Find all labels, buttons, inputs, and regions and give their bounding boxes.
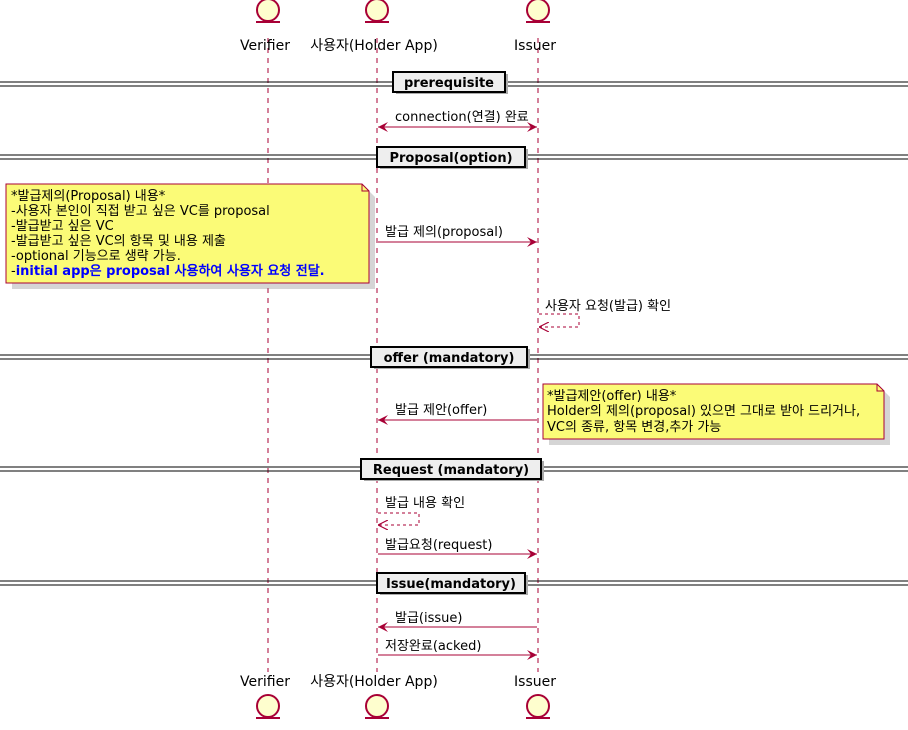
divider-issue: Issue(mandatory): [0, 572, 908, 595]
note-proposal-line2: -사용자 본인이 직접 받고 싶은 VC를 proposal: [11, 204, 270, 219]
verifier-label-top: Verifier: [240, 38, 290, 54]
divider-offer: offer (mandatory): [0, 346, 908, 369]
verifier-entity-icon-top: [256, 0, 280, 23]
note-proposal-line3: -발급받고 싶은 VC: [11, 219, 114, 234]
message-issue-label: 발급(issue): [395, 611, 462, 626]
message-offer-label: 발급 제안(offer): [395, 403, 487, 418]
issuer-entity-icon-top: [526, 0, 550, 23]
holder-label-top: 사용자(Holder App): [310, 38, 438, 54]
divider-prerequisite-label: prerequisite: [404, 76, 494, 91]
note-proposal-line4: -발급받고 싶은 VC의 항목 및 내용 제출: [11, 234, 226, 249]
holder-entity-icon-top: [365, 0, 389, 23]
note-proposal-line6: -initial app은 proposal 사용하여 사용자 요청 전달.: [11, 263, 325, 279]
note-offer: *발급제안(offer) 내용* Holder의 제의(proposal) 있으…: [542, 383, 890, 445]
divider-issue-label: Issue(mandatory): [386, 577, 516, 592]
divider-offer-label: offer (mandatory): [384, 351, 515, 366]
message-content-check-label: 발급 내용 확인: [385, 496, 465, 511]
divider-request: Request (mandatory): [0, 458, 908, 481]
divider-proposal-label: Proposal(option): [389, 151, 512, 166]
message-request-label: 발급요청(request): [385, 538, 492, 553]
issuer-label-bottom: Issuer: [514, 674, 556, 690]
divider-prerequisite: prerequisite: [0, 71, 908, 94]
holder-entity-icon-bottom: [365, 694, 389, 719]
note-proposal-line5: -optional 기능으로 생략 가능.: [11, 249, 181, 264]
issuer-label-top: Issuer: [514, 38, 556, 54]
note-proposal-line6-emphasis: initial app은 proposal 사용하여 사용자 요청 전달.: [16, 263, 325, 279]
issuer-entity-icon-bottom: [526, 694, 550, 719]
verifier-label-bottom: Verifier: [240, 674, 290, 690]
note-offer-line1: *발급제안(offer) 내용*: [547, 389, 677, 404]
note-proposal-line1: *발급제의(Proposal) 내용*: [11, 189, 166, 204]
message-proposal-label: 발급 제의(proposal): [385, 225, 503, 240]
note-offer-line3: VC의 종류, 항목 변경,추가 가능: [547, 420, 721, 435]
note-proposal: *발급제의(Proposal) 내용* -사용자 본인이 직접 받고 싶은 VC…: [5, 183, 375, 289]
message-acked-label: 저장완료(acked): [385, 639, 481, 654]
message-connection-label: connection(연결) 완료: [395, 110, 529, 125]
divider-proposal: Proposal(option): [0, 146, 908, 169]
note-offer-line2: Holder의 제의(proposal) 있으면 그대로 받아 드리거나,: [547, 404, 860, 419]
verifier-entity-icon-bottom: [256, 694, 280, 719]
message-request-check-arrow: [539, 313, 580, 327]
note-proposal-line6-prefix: -: [11, 264, 16, 279]
divider-request-label: Request (mandatory): [373, 463, 529, 478]
message-content-check-arrow: [378, 512, 420, 525]
message-request-check-label: 사용자 요청(발급) 확인: [545, 299, 671, 314]
holder-label-bottom: 사용자(Holder App): [310, 674, 438, 690]
